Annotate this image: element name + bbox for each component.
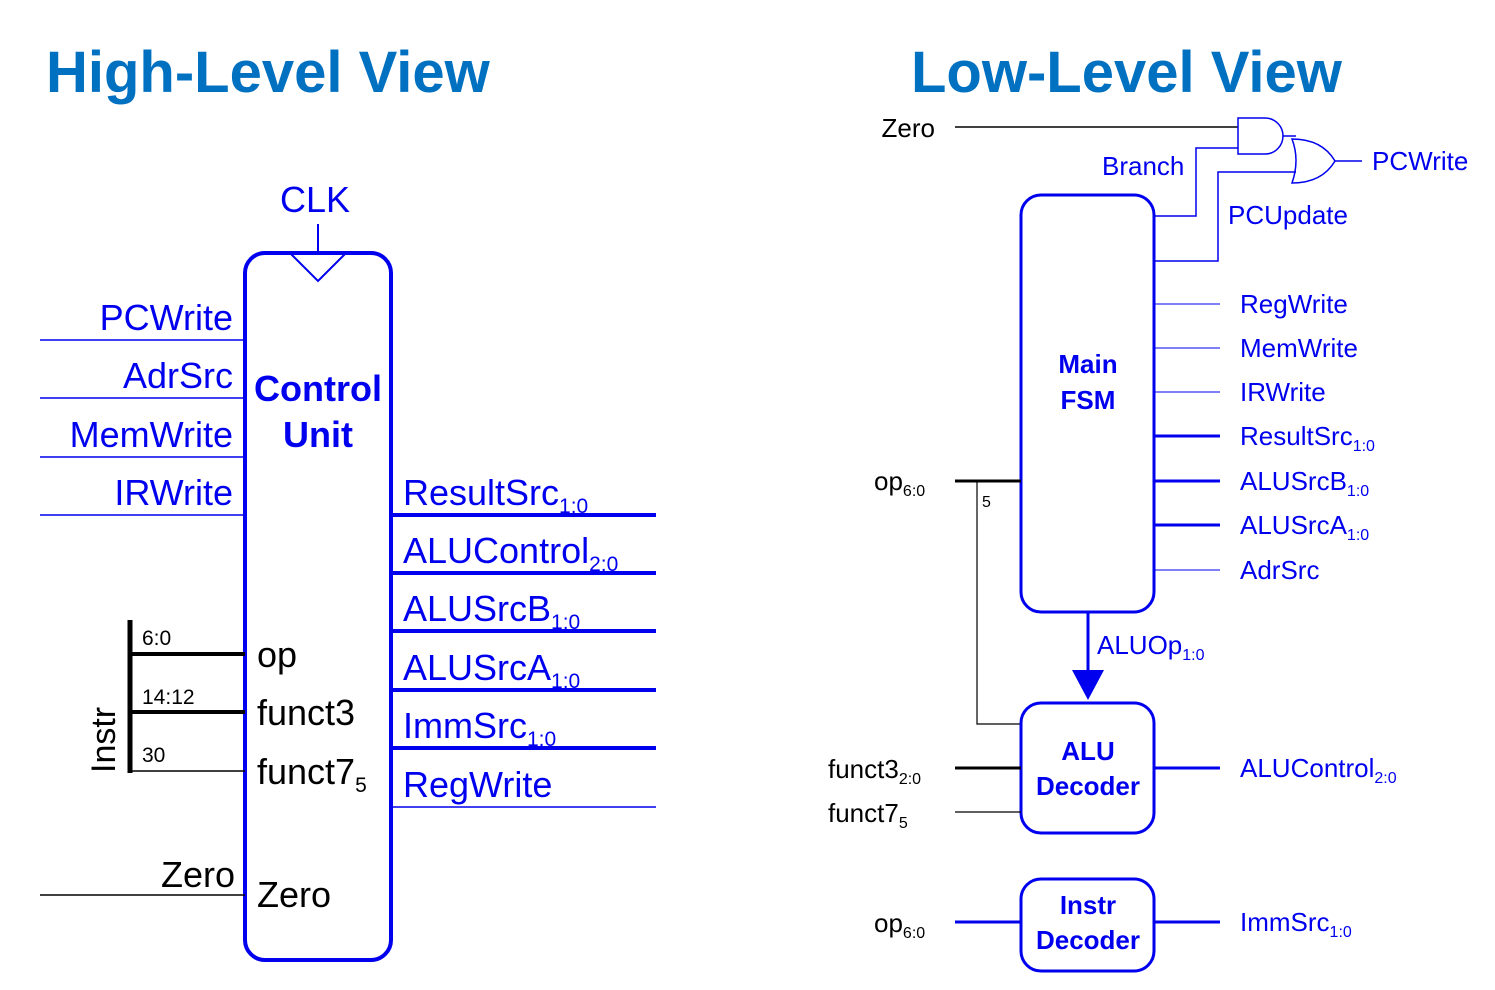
- funct3-label: funct3: [257, 692, 355, 733]
- regwrite-label: RegWrite: [403, 764, 552, 805]
- ll-immsrc-label: ImmSrc1:0: [1240, 907, 1352, 941]
- ll-alucontrol-label: ALUControl2:0: [1240, 753, 1397, 787]
- immsrc-label: ImmSrc1:0: [403, 705, 556, 751]
- pcupdate-wire: [1154, 171, 1296, 262]
- alu-decoder-label-1: ALU: [1061, 736, 1114, 766]
- instr-decoder-label-1: Instr: [1060, 890, 1116, 920]
- left-outputs: PCWrite AdrSrc MemWrite IRWrite: [40, 297, 245, 516]
- bits-6-0: 6:0: [142, 627, 171, 650]
- pcwrite-label: PCWrite: [100, 297, 233, 338]
- instr-label: Instr: [85, 707, 123, 773]
- funct7-label: funct75: [257, 751, 367, 797]
- alu-decoder-label-2: Decoder: [1036, 771, 1140, 801]
- ll-zero-label: Zero: [882, 113, 935, 143]
- aluop-arrow-icon: [1072, 670, 1104, 700]
- branch-wire: [1154, 147, 1238, 217]
- irwrite-label: IRWrite: [114, 472, 233, 513]
- alucontrol-label: ALUControl2:0: [403, 530, 618, 576]
- control-unit-label-2: Unit: [283, 414, 353, 455]
- alusrcb-label: ALUSrcB1:0: [403, 588, 580, 634]
- instr-decoder-box: [1019, 877, 1156, 973]
- clk-label: CLK: [280, 179, 350, 220]
- fsm-resultsrc-label: ResultSrc1:0: [1240, 421, 1375, 455]
- alusrca-label: ALUSrcA1:0: [403, 647, 580, 693]
- high-level-title: High-Level View: [46, 40, 491, 105]
- main-fsm-label-1: Main: [1058, 349, 1117, 379]
- ll-funct3-label: funct32:0: [828, 754, 921, 788]
- op-label: op: [257, 634, 297, 675]
- fsm-irwrite-label: IRWrite: [1240, 377, 1326, 407]
- ll-op2-label: op6:0: [874, 908, 925, 942]
- and-gate-icon: [1237, 117, 1284, 155]
- adrsrc-label: AdrSrc: [123, 355, 233, 396]
- low-level-title: Low-Level View: [911, 40, 1343, 105]
- fsm-alusrcb-label: ALUSrcB1:0: [1240, 466, 1369, 500]
- ll-op-label: op6:0: [874, 466, 925, 500]
- bits-30: 30: [142, 744, 165, 767]
- memwrite-label: MemWrite: [70, 414, 233, 455]
- resultsrc-label: ResultSrc1:0: [403, 472, 588, 518]
- branch-label: Branch: [1102, 151, 1184, 181]
- or-gate-icon: [1290, 138, 1336, 184]
- pcupdate-label: PCUpdate: [1228, 200, 1348, 230]
- op-width-label: 5: [982, 494, 991, 511]
- zero-outside-label: Zero: [161, 854, 235, 895]
- control-unit-box: [243, 251, 393, 962]
- right-outputs: ResultSrc1:0 ALUControl2:0 ALUSrcB1:0 AL…: [391, 472, 656, 808]
- instr-bus: Instr 6:0 14:12 30: [85, 620, 245, 773]
- aluop-label: ALUOp1:0: [1097, 630, 1205, 664]
- ll-pcwrite-label: PCWrite: [1372, 146, 1468, 176]
- fsm-regwrite-label: RegWrite: [1240, 289, 1348, 319]
- main-fsm-label-2: FSM: [1061, 385, 1116, 415]
- fsm-alusrca-label: ALUSrcA1:0: [1240, 510, 1369, 544]
- control-unit-label-1: Control: [254, 368, 382, 409]
- ll-funct7-label: funct75: [828, 798, 908, 832]
- fsm-memwrite-label: MemWrite: [1240, 333, 1358, 363]
- fsm-adrsrc-label: AdrSrc: [1240, 555, 1319, 585]
- op5-wire: [976, 481, 1021, 725]
- instr-decoder-label-2: Decoder: [1036, 925, 1140, 955]
- clock-triangle-icon: [290, 253, 346, 283]
- fsm-outputs: RegWrite MemWrite IRWrite ResultSrc1:0 A…: [1154, 289, 1375, 585]
- bits-14-12: 14:12: [142, 686, 195, 709]
- zero-inside-label: Zero: [257, 874, 331, 915]
- alu-decoder-box: [1019, 701, 1156, 835]
